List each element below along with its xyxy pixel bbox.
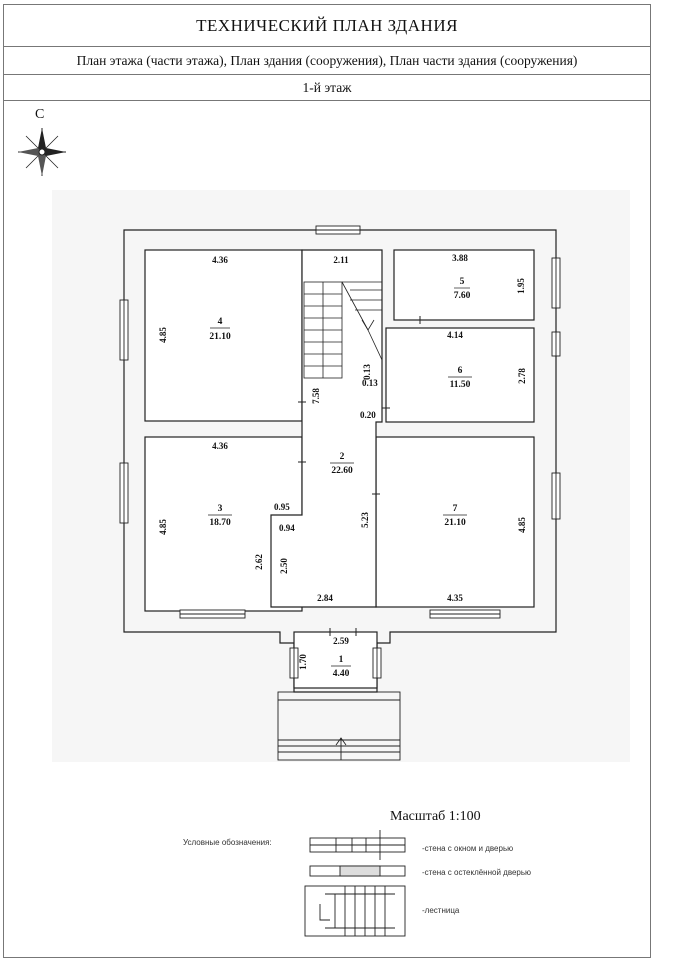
dim-hall-250: 2.50 <box>279 558 289 574</box>
room-3-area: 18.70 <box>209 518 231 528</box>
dim-hall-top: 2.11 <box>333 255 349 265</box>
dim-room3-width: 4.36 <box>212 441 228 451</box>
legend-item-glazed-door: -стена с остеклённой дверью <box>422 868 531 877</box>
dim-room5-width: 3.88 <box>452 253 468 263</box>
document-title: ТЕХНИЧЕСКИЙ ПЛАН ЗДАНИЯ <box>4 5 650 47</box>
room-4-number: 4 <box>218 317 223 327</box>
floor-label: 1-й этаж <box>4 75 650 101</box>
legend-item-window-door: -стена с окном и дверью <box>422 844 513 853</box>
legend: Условные обозначения: -стена с окном и д… <box>183 830 531 937</box>
dim-hall-095: 0.95 <box>274 502 290 512</box>
compass-north-label: С <box>35 107 44 122</box>
dim-hall-013a: 0.13 <box>362 364 372 380</box>
dim-room7-width: 4.35 <box>447 593 463 603</box>
room-6-area: 11.50 <box>450 380 471 390</box>
room-1-area: 4.40 <box>333 669 350 679</box>
dim-hall-284: 2.84 <box>317 593 333 603</box>
room-2-number: 2 <box>340 452 345 462</box>
plan-sheet: ТЕХНИЧЕСКИЙ ПЛАН ЗДАНИЯ План этажа (част… <box>3 4 651 958</box>
room-5 <box>393 249 535 321</box>
dim-room1-height: 1.70 <box>298 654 308 670</box>
dim-hall-094: 0.94 <box>279 523 295 533</box>
dim-room5-height: 1.95 <box>516 278 526 294</box>
dim-room3-height: 4.85 <box>158 519 168 535</box>
legend-symbol-wall-window-door <box>309 830 406 860</box>
dim-room6-width: 4.14 <box>447 330 463 340</box>
room-7 <box>375 436 535 608</box>
dimension-labels: 4.36 4.85 4.36 4.85 3.88 1.95 4.14 2.78 … <box>158 253 527 670</box>
room-6 <box>385 327 535 423</box>
dim-room6-height: 2.78 <box>517 368 527 384</box>
room-4 <box>144 249 303 422</box>
dim-room1-width: 2.59 <box>333 636 349 646</box>
room-1 <box>293 631 378 689</box>
legend-title: Условные обозначения: <box>183 838 272 847</box>
room-4-area: 21.10 <box>209 332 231 342</box>
room-5-area: 7.60 <box>454 291 471 301</box>
scale-label: Масштаб 1:100 <box>390 809 481 824</box>
dim-hall-262: 2.62 <box>254 554 264 570</box>
document-subtitle: План этажа (части этажа), План здания (с… <box>4 47 650 75</box>
dim-hall-length: 7.58 <box>311 388 321 404</box>
entrance-porch-stairs <box>277 691 401 761</box>
internal-staircase <box>303 281 383 379</box>
room-7-number: 7 <box>453 504 458 514</box>
room-2 <box>270 249 383 608</box>
dim-hall-013b: 0.13 <box>362 378 378 388</box>
room-1-number: 1 <box>339 655 344 665</box>
window-markers <box>119 225 561 679</box>
room-3-number: 3 <box>218 504 223 514</box>
room-5-number: 5 <box>460 277 465 287</box>
dim-hall-523: 5.23 <box>360 512 370 528</box>
dim-room7-height: 4.85 <box>517 517 527 533</box>
dim-hall-020: 0.20 <box>360 410 376 420</box>
room-labels: 4 21.10 3 18.70 5 7.60 6 11.50 7 21.10 2… <box>208 277 472 679</box>
room-2-area: 22.60 <box>331 466 353 476</box>
compass-rose-icon <box>18 128 66 176</box>
legend-item-stairs: -лестница <box>422 906 460 915</box>
room-6-number: 6 <box>458 366 463 376</box>
legend-symbol-glazed-door <box>309 865 406 877</box>
door-markers <box>298 316 421 636</box>
legend-symbol-stairs-icon <box>304 885 406 937</box>
room-7-area: 21.10 <box>444 518 466 528</box>
dim-room4-width: 4.36 <box>212 255 228 265</box>
dim-room4-height: 4.85 <box>158 327 168 343</box>
